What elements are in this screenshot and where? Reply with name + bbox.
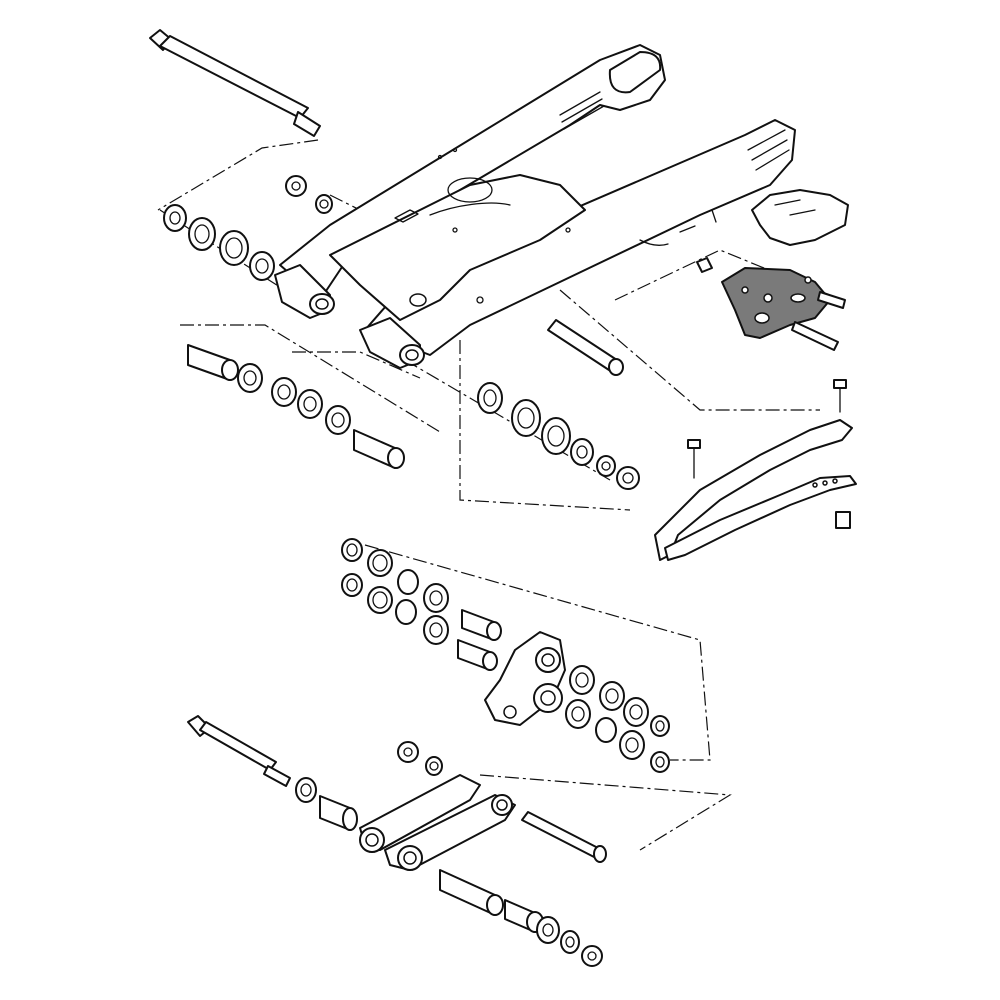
lower-bushing-row — [187, 344, 405, 469]
link-bearings — [341, 538, 502, 671]
chain-guide-highlighted — [696, 189, 849, 351]
pivot-shaft — [149, 29, 321, 137]
bottom-link-assembly — [187, 715, 607, 967]
right-pivot-stack — [477, 319, 640, 490]
relay-arm — [484, 631, 670, 773]
swingarm — [274, 44, 796, 369]
left-pivot-bearings — [163, 175, 333, 281]
chain-slider — [654, 379, 857, 561]
